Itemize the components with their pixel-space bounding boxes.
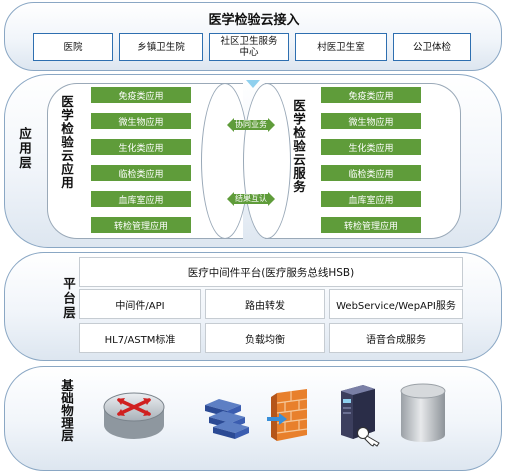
- platform-cell-webservice: WebService/WepAPI服务: [329, 289, 463, 319]
- application-tier-label: 应用层: [17, 127, 32, 171]
- router-icon: [103, 392, 165, 439]
- right-app-clinical: 临检类应用: [321, 165, 421, 181]
- arrow-left-icon: [227, 192, 234, 206]
- arrow-right-icon: [268, 118, 275, 132]
- platform-cell-middleware-api: 中间件/API: [79, 289, 201, 319]
- infrastructure-tier: 基础物理层: [4, 366, 502, 471]
- left-app-blood-bank: 血库室应用: [91, 191, 191, 207]
- access-item-community-center: 社区卫生服务中心: [209, 33, 289, 61]
- access-item-township-clinic: 乡镇卫生院: [119, 33, 203, 61]
- connector-collaborative-business: 协同业务: [227, 118, 275, 132]
- firewall-icon: [267, 389, 308, 441]
- down-arrow-icon: [246, 80, 260, 88]
- access-tier: 医学检验云接入 医院 乡镇卫生院 社区卫生服务中心 村医卫生室 公卫体检: [4, 2, 502, 71]
- platform-tier-label: 平台层: [61, 277, 76, 321]
- platform-cell-routing: 路由转发: [205, 289, 325, 319]
- left-app-biochemistry: 生化类应用: [91, 139, 191, 155]
- right-app-transfer-management: 转检管理应用: [321, 217, 421, 233]
- connector-label: 协同业务: [233, 120, 269, 130]
- app-right-panel-curve: [243, 83, 291, 239]
- left-app-transfer-management: 转检管理应用: [91, 217, 191, 233]
- right-app-immunology: 免疫类应用: [321, 87, 421, 103]
- platform-cell-speech-synthesis: 语音合成服务: [329, 323, 463, 353]
- platform-tier: 平台层 医疗中间件平台(医疗服务总线HSB) 中间件/API 路由转发 WebS…: [4, 252, 502, 361]
- connector-result-recognition: 结果互认: [227, 192, 275, 206]
- app-right-title: 医学检验云服务: [291, 99, 306, 194]
- app-left-title: 医学检验云应用: [59, 95, 74, 190]
- access-item-hospital: 医院: [33, 33, 113, 61]
- switch-icon: [205, 399, 249, 439]
- left-app-microbiology: 微生物应用: [91, 113, 191, 129]
- right-app-microbiology: 微生物应用: [321, 113, 421, 129]
- access-tier-title: 医学检验云接入: [208, 13, 300, 28]
- platform-cell-load-balancing: 负载均衡: [205, 323, 325, 353]
- arrow-right-icon: [268, 192, 275, 206]
- app-right-panel: [265, 83, 461, 239]
- access-item-village-clinic: 村医卫生室: [295, 33, 387, 61]
- server-icon: [341, 385, 380, 447]
- arrow-left-icon: [227, 118, 234, 132]
- right-app-biochemistry: 生化类应用: [321, 139, 421, 155]
- platform-cell-hl7-astm: HL7/ASTM标准: [79, 323, 201, 353]
- hsb-platform-box: 医疗中间件平台(医疗服务总线HSB): [79, 257, 463, 287]
- left-app-immunology: 免疫类应用: [91, 87, 191, 103]
- application-tier: 应用层 医学检验云应用 医学检验云服务 免疫类应用 微生物应用 生化类应用 临检…: [4, 74, 502, 248]
- left-app-clinical: 临检类应用: [91, 165, 191, 181]
- app-left-panel-curve: [201, 83, 249, 239]
- database-icon: [400, 383, 446, 442]
- right-app-blood-bank: 血库室应用: [321, 191, 421, 207]
- connector-label: 结果互认: [233, 194, 269, 204]
- infrastructure-tier-label: 基础物理层: [59, 379, 74, 442]
- access-item-public-health-exam: 公卫体检: [393, 33, 471, 61]
